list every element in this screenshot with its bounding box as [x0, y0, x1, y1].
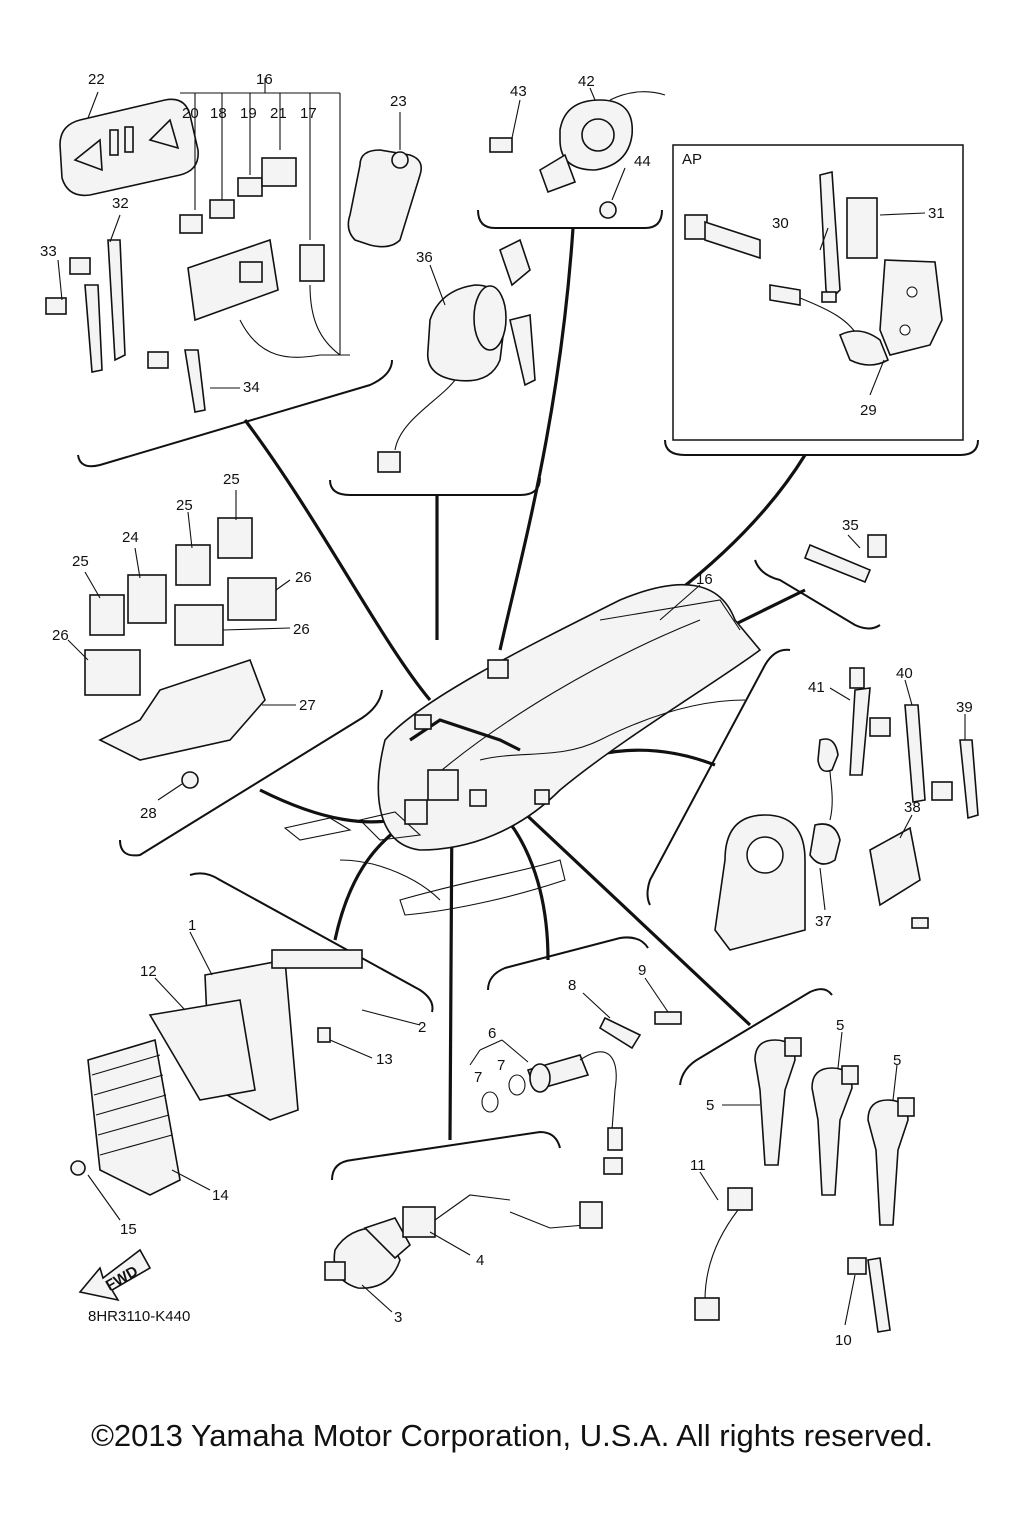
watercraft-hull [283, 583, 762, 916]
key-switch-group [377, 238, 536, 473]
callout-24: 24 [122, 529, 139, 546]
callout-29: 29 [860, 402, 877, 419]
plug-cap-group [694, 1031, 915, 1333]
callout-39: 39 [956, 699, 973, 716]
right-side-parts [714, 534, 979, 951]
callout-35: 35 [842, 517, 859, 534]
callout-20: 20 [182, 105, 199, 122]
callout-2: 2 [418, 1019, 426, 1036]
ap-box: AP [672, 144, 964, 441]
callout-44: 44 [634, 153, 651, 170]
callout-27: 27 [299, 697, 316, 714]
callout-16a: 16 [256, 71, 273, 88]
callout-43: 43 [510, 83, 527, 100]
diagram-code: 8HR3110-K440 [88, 1308, 191, 1325]
relay-group [67, 490, 296, 801]
callout-19: 19 [240, 105, 257, 122]
callout-3: 3 [394, 1309, 402, 1326]
callout-41: 41 [808, 679, 825, 696]
callout-34: 34 [243, 379, 260, 396]
callout-1: 1 [188, 917, 196, 934]
callout-26b: 26 [293, 621, 310, 638]
copyright-notice: ©2013 Yamaha Motor Corporation, U.S.A. A… [91, 1418, 933, 1453]
callout-13: 13 [376, 1051, 393, 1068]
callout-33: 33 [40, 243, 57, 260]
callout-6: 6 [488, 1025, 496, 1042]
callout-22: 22 [88, 71, 105, 88]
callout-11: 11 [690, 1157, 706, 1174]
sensor-group [469, 977, 682, 1175]
fwd-arrow: FWD [78, 1248, 152, 1302]
cdi-rectifier-group [70, 931, 421, 1221]
callout-15: 15 [120, 1221, 137, 1238]
callout-23: 23 [390, 93, 407, 110]
callout-16b: 16 [696, 571, 713, 588]
callout-36: 36 [416, 249, 433, 266]
callout-8: 8 [568, 977, 576, 994]
callout-10: 10 [835, 1332, 852, 1349]
pressure-sender-group [324, 1194, 603, 1313]
callout-17: 17 [300, 105, 317, 122]
callout-18: 18 [210, 105, 227, 122]
callout-21: 21 [270, 105, 287, 122]
callout-38: 38 [904, 799, 921, 816]
callout-30: 30 [772, 215, 789, 232]
callout-28: 28 [140, 805, 157, 822]
ap-label: AP [682, 151, 702, 168]
callout-31: 31 [928, 205, 945, 222]
callout-37: 37 [815, 913, 832, 930]
group-brackets [77, 209, 979, 1181]
callout-12: 12 [140, 963, 157, 980]
buzzer-group [489, 87, 666, 219]
callout-42: 42 [578, 73, 595, 90]
callout-25c: 25 [72, 553, 89, 570]
callout-5c: 5 [893, 1052, 901, 1069]
fuse-box-group [45, 78, 423, 413]
callout-40: 40 [896, 665, 913, 682]
callout-26c: 26 [52, 627, 69, 644]
callout-14: 14 [212, 1187, 229, 1204]
connection-lines [243, 227, 807, 1141]
callout-25a: 25 [223, 471, 240, 488]
callout-7a: 7 [474, 1069, 482, 1086]
callout-32: 32 [112, 195, 129, 212]
callout-26a: 26 [295, 569, 312, 586]
callout-numbers: 1 2 3 4 5 5 5 6 7 7 8 9 10 11 12 13 14 1… [40, 71, 973, 1349]
callout-25b: 25 [176, 497, 193, 514]
callout-5b: 5 [836, 1017, 844, 1034]
callout-7b: 7 [497, 1057, 505, 1074]
callout-4: 4 [476, 1252, 484, 1269]
callout-9: 9 [638, 962, 646, 979]
callout-5a: 5 [706, 1097, 714, 1114]
